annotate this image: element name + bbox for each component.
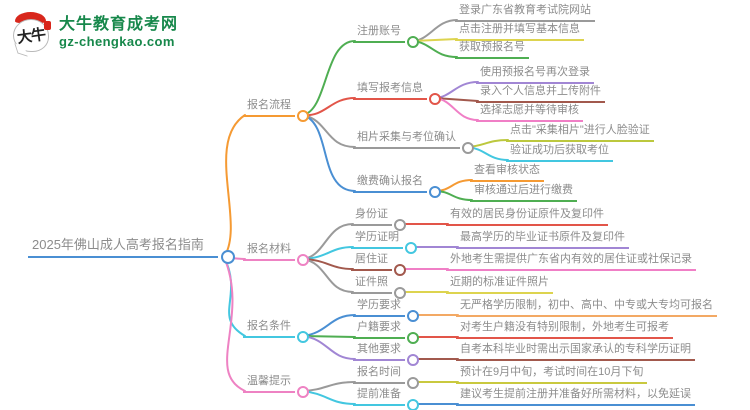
- collapse-dot[interactable]: [407, 399, 419, 410]
- child-photo[interactable]: 证件照: [351, 276, 406, 299]
- leaf-label: 外地考生需提供广东省内有效的居住证或社保记录: [450, 253, 692, 265]
- collapse-dot[interactable]: [297, 331, 309, 343]
- leaf-node[interactable]: 登录广东省教育考试院网站: [455, 4, 595, 22]
- collapse-dot[interactable]: [462, 142, 474, 154]
- collapse-dot[interactable]: [407, 377, 419, 389]
- child-label: 居住证: [355, 253, 388, 265]
- collapse-dot[interactable]: [407, 332, 419, 344]
- child-pay-confirm[interactable]: 缴费确认报名: [353, 175, 441, 198]
- branch-label: 报名条件: [247, 320, 291, 332]
- root-node[interactable]: 2025年佛山成人高考报名指南: [28, 237, 235, 264]
- collapse-dot[interactable]: [394, 287, 406, 299]
- leaf-label: 获取预报名号: [459, 41, 525, 53]
- red-cap-shape: [15, 12, 46, 23]
- leaf-label: 审核通过后进行缴费: [474, 184, 573, 196]
- child-fill-info[interactable]: 填写报考信息: [353, 82, 441, 105]
- leaf-node[interactable]: 验证成功后获取考位: [506, 144, 613, 162]
- child-other-requirement[interactable]: 其他要求: [353, 343, 419, 366]
- leaf-node[interactable]: 选择志愿并等待审核: [476, 104, 583, 122]
- leaf-label: 无严格学历限制，初中、高中、中专或大专均可报名: [460, 299, 713, 311]
- collapse-dot[interactable]: [405, 242, 417, 254]
- leaf-label: 点击"采集相片"进行人脸验证: [510, 124, 650, 136]
- child-label: 户籍要求: [357, 321, 401, 333]
- bull-speech-bubble-icon: 大牛: [10, 12, 52, 57]
- collapse-dot[interactable]: [394, 219, 406, 231]
- child-label: 注册账号: [357, 25, 401, 37]
- leaf-label: 点击注册并填写基本信息: [459, 23, 580, 35]
- child-register-account[interactable]: 注册账号: [353, 25, 419, 48]
- child-prepare-early[interactable]: 提前准备: [353, 388, 419, 410]
- branch-conditions[interactable]: 报名条件: [243, 320, 309, 343]
- child-signup-time[interactable]: 报名时间: [353, 366, 419, 389]
- leaf-node[interactable]: 审核通过后进行缴费: [470, 184, 577, 202]
- leaf-label: 最高学历的毕业证书原件及复印件: [460, 231, 625, 243]
- child-label: 相片采集与考位确认: [357, 131, 456, 143]
- leaf-label: 使用预报名号再次登录: [480, 66, 590, 78]
- leaf-label: 建议考生提前注册并准备好所需材料，以免延误: [460, 388, 691, 400]
- leaf-node[interactable]: 最高学历的毕业证书原件及复印件: [456, 231, 629, 249]
- branch-label: 温馨提示: [247, 375, 291, 387]
- leaf-node[interactable]: 点击注册并填写基本信息: [455, 23, 584, 41]
- child-id-card[interactable]: 身份证: [351, 208, 406, 231]
- collapse-dot[interactable]: [297, 110, 309, 122]
- leaf-node[interactable]: 获取预报名号: [455, 41, 529, 59]
- leaf-label: 录入个人信息并上传附件: [480, 85, 601, 97]
- child-residence[interactable]: 居住证: [351, 253, 406, 276]
- branch-process[interactable]: 报名流程: [243, 99, 309, 122]
- leaf-label: 近期的标准证件照片: [450, 276, 549, 288]
- collapse-dot[interactable]: [429, 93, 441, 105]
- leaf-node[interactable]: 无严格学历限制，初中、高中、中专或大专均可报名: [456, 299, 717, 317]
- child-label: 填写报考信息: [357, 82, 423, 94]
- child-diploma[interactable]: 学历证明: [351, 231, 417, 254]
- collapse-dot[interactable]: [407, 310, 419, 322]
- child-label: 缴费确认报名: [357, 175, 423, 187]
- leaf-label: 登录广东省教育考试院网站: [459, 4, 591, 16]
- leaf-label: 有效的居民身份证原件及复印件: [450, 208, 604, 220]
- leaf-label: 对考生户籍没有特别限制，外地考生可报考: [460, 321, 669, 333]
- leaf-node[interactable]: 对考生户籍没有特别限制，外地考生可报考: [456, 321, 673, 339]
- child-photo-seat[interactable]: 相片采集与考位确认: [353, 131, 474, 154]
- child-label: 报名时间: [357, 366, 401, 378]
- leaf-label: 预计在9月中旬，考试时间在10月下旬: [460, 366, 644, 378]
- child-label: 提前准备: [357, 388, 401, 400]
- leaf-node[interactable]: 有效的居民身份证原件及复印件: [446, 208, 608, 226]
- leaf-label: 选择志愿并等待审核: [480, 104, 579, 116]
- site-logo[interactable]: 大牛 大牛教育成考网 gz-chengkao.com: [10, 12, 179, 57]
- branch-label: 报名流程: [247, 99, 291, 111]
- logo-domain: gz-chengkao.com: [59, 33, 175, 49]
- collapse-dot[interactable]: [297, 386, 309, 398]
- leaf-node[interactable]: 外地考生需提供广东省内有效的居住证或社保记录: [446, 253, 696, 271]
- branch-materials[interactable]: 报名材料: [243, 243, 309, 266]
- leaf-label: 自考本科毕业时需出示国家承认的专科学历证明: [460, 343, 691, 355]
- collapse-dot[interactable]: [407, 36, 419, 48]
- child-edu-requirement[interactable]: 学历要求: [353, 299, 419, 322]
- leaf-node[interactable]: 查看审核状态: [470, 164, 544, 182]
- collapse-dot[interactable]: [394, 264, 406, 276]
- collapse-dot[interactable]: [407, 354, 419, 366]
- leaf-node[interactable]: 自考本科毕业时需出示国家承认的专科学历证明: [456, 343, 695, 361]
- leaf-label: 验证成功后获取考位: [510, 144, 609, 156]
- branch-tips[interactable]: 温馨提示: [243, 375, 309, 398]
- leaf-node[interactable]: 预计在9月中旬，考试时间在10月下旬: [456, 366, 648, 384]
- child-label: 学历要求: [357, 299, 401, 311]
- branch-label: 报名材料: [247, 243, 291, 255]
- root-collapse-dot[interactable]: [221, 250, 235, 264]
- leaf-node[interactable]: 使用预报名号再次登录: [476, 66, 594, 84]
- child-label: 学历证明: [355, 231, 399, 243]
- child-label: 身份证: [355, 208, 388, 220]
- child-label: 其他要求: [357, 343, 401, 355]
- leaf-node[interactable]: 录入个人信息并上传附件: [476, 85, 605, 103]
- leaf-label: 查看审核状态: [474, 164, 540, 176]
- child-hukou-requirement[interactable]: 户籍要求: [353, 321, 419, 344]
- leaf-node[interactable]: 近期的标准证件照片: [446, 276, 553, 294]
- collapse-dot[interactable]: [297, 254, 309, 266]
- root-label: 2025年佛山成人高考报名指南: [32, 237, 204, 252]
- red-seal-shape: [44, 21, 51, 30]
- logo-title: 大牛教育成考网: [59, 16, 179, 34]
- leaf-node[interactable]: 点击"采集相片"进行人脸验证: [506, 124, 654, 142]
- child-label: 证件照: [355, 276, 388, 288]
- collapse-dot[interactable]: [429, 186, 441, 198]
- leaf-node[interactable]: 建议考生提前注册并准备好所需材料，以免延误: [456, 388, 695, 406]
